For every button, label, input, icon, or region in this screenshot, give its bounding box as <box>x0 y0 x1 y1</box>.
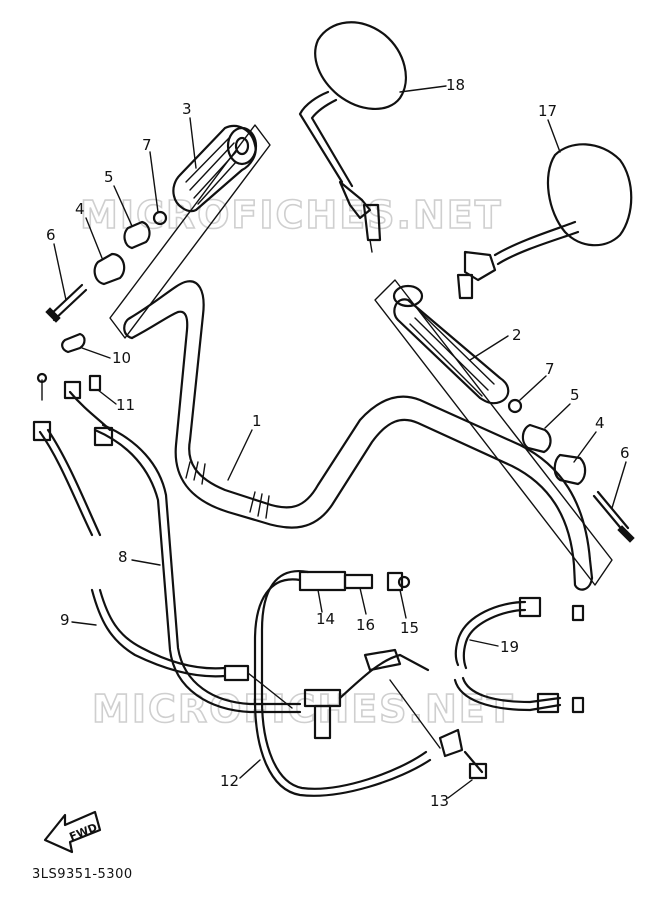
left-group-band <box>109 124 271 339</box>
cable-19 <box>453 596 585 714</box>
right-grip <box>392 284 510 405</box>
watermark-bottom: MICROFICHES.NET <box>92 687 515 731</box>
handlebar <box>123 280 594 591</box>
callout-2: 2 <box>512 326 522 344</box>
callout-19: 19 <box>500 638 519 656</box>
right-grip-end-parts <box>507 398 635 543</box>
callout-7-right: 7 <box>545 360 555 378</box>
cable-adjusters <box>343 571 411 592</box>
callout-5-left: 5 <box>104 168 114 186</box>
right-mirror <box>456 143 633 300</box>
left-grip <box>172 124 258 213</box>
clip-and-bolt <box>61 332 102 392</box>
callout-15: 15 <box>400 619 419 637</box>
callout-14: 14 <box>316 610 335 628</box>
callout-6-right: 6 <box>620 444 630 462</box>
diagram-code: 3LS9351-5300 <box>32 867 133 882</box>
left-mirror <box>298 21 407 253</box>
fwd-label: FWD <box>68 821 100 844</box>
callout-4-left: 4 <box>75 200 85 218</box>
watermark-top: MICROFICHES.NET <box>80 193 503 237</box>
callout-6-left: 6 <box>46 226 56 244</box>
callouts: 1 2 3 4 4 5 5 6 6 7 7 8 9 10 11 12 13 <box>46 76 630 810</box>
callout-1: 1 <box>252 412 262 430</box>
callout-9: 9 <box>60 611 70 629</box>
forward-arrow-icon: FWD <box>43 810 102 854</box>
bracket-bolt <box>438 728 488 780</box>
callout-5-right: 5 <box>570 386 580 404</box>
callout-4-right: 4 <box>595 414 605 432</box>
callout-8: 8 <box>118 548 128 566</box>
callout-17: 17 <box>538 102 557 120</box>
throttle-cable-12 <box>253 569 441 797</box>
callout-10: 10 <box>112 349 131 367</box>
callout-7-left: 7 <box>142 136 152 154</box>
clutch-cable <box>32 372 293 709</box>
callout-12: 12 <box>220 772 239 790</box>
callout-3: 3 <box>182 100 192 118</box>
right-group-band <box>374 279 613 586</box>
callout-11: 11 <box>116 396 135 414</box>
callout-16: 16 <box>356 616 375 634</box>
throttle-cable-8 <box>63 380 302 714</box>
callout-18: 18 <box>446 76 465 94</box>
callout-13: 13 <box>430 792 449 810</box>
